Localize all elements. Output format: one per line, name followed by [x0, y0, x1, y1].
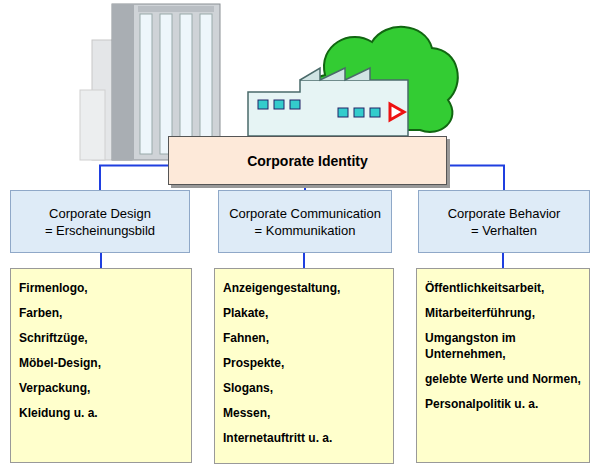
category-text: = Verhalten: [471, 222, 537, 239]
list-item: Slogans,: [223, 380, 385, 396]
factory-window: [354, 108, 364, 117]
list-item: gelebte Werte und Normen,: [425, 371, 581, 387]
list-item: Umgangston im Unternehmen,: [425, 330, 581, 362]
list-item: Öffentlichkeitsarbeit,: [425, 280, 581, 296]
connector-line: [447, 165, 504, 190]
list-item: Anzeigengestaltung,: [223, 280, 385, 296]
category-text: = Erscheinungsbild: [45, 222, 155, 239]
tower-top: [138, 6, 214, 12]
category-text: Corporate Behavior: [448, 205, 561, 222]
connector-line: [502, 253, 504, 268]
connector-line: [303, 253, 305, 268]
tower-window: [200, 14, 212, 154]
list-item: Schriftzüge,: [19, 330, 183, 346]
tower-window: [160, 14, 172, 154]
factory-window: [370, 108, 380, 117]
item-list-box: Öffentlichkeitsarbeit, Mitarbeiterführung…: [416, 268, 590, 463]
factory-window: [338, 108, 348, 117]
connector-line: [100, 253, 102, 268]
list-item: Prospekte,: [223, 355, 385, 371]
tower-side: [112, 4, 134, 160]
list-item: Internetauftritt u. a.: [223, 430, 385, 446]
list-item: Plakate,: [223, 305, 385, 321]
factory-window: [258, 100, 268, 109]
category-box: Corporate Behavior= Verhalten: [418, 190, 590, 253]
item-list-box: Anzeigengestaltung, Plakate, Fahnen, Prospe…: [214, 268, 394, 464]
list-item: Personalpolitik u. a.: [425, 396, 581, 412]
category-text: = Kommunikation: [255, 222, 356, 239]
category-box: Corporate Communication= Kommunikation: [218, 190, 392, 253]
list-item: Mitarbeiterführung,: [425, 305, 581, 321]
play-symbol: [390, 104, 404, 120]
list-item: Farben,: [19, 305, 183, 321]
factory-body: [248, 80, 408, 136]
tower-window: [140, 14, 152, 154]
category-box: Corporate Design= Erscheinungsbild: [10, 190, 190, 253]
factory-window: [290, 100, 300, 109]
list-item: Möbel-Design,: [19, 355, 183, 371]
identity-title: Corporate Identity: [247, 152, 368, 170]
connector-line: [100, 165, 168, 190]
factory-roof: [300, 68, 370, 80]
list-item: Kleidung u. a.: [19, 405, 183, 421]
list-item: Messen,: [223, 405, 385, 421]
factory: [248, 68, 408, 136]
category-text: Corporate Design: [49, 205, 151, 222]
item-list-box: Firmenlogo, Farben, Schriftzüge, Möbel-Desi…: [10, 268, 192, 463]
tower-window: [180, 14, 192, 154]
factory-window: [274, 100, 284, 109]
list-item: Firmenlogo,: [19, 280, 183, 296]
identity-box: Corporate Identity: [168, 136, 447, 185]
list-item: Fahnen,: [223, 330, 385, 346]
list-item: Verpackung,: [19, 380, 183, 396]
background-tower: [80, 90, 105, 160]
category-text: Corporate Communication: [229, 205, 381, 222]
